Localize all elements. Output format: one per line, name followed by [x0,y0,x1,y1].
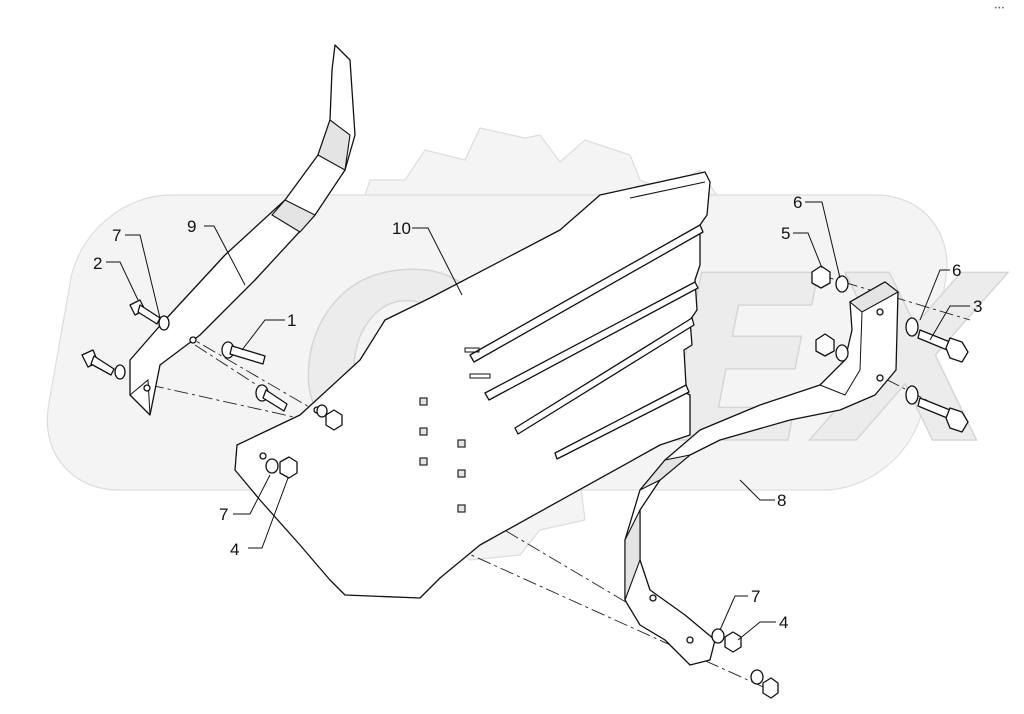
stud-bolt-1b [255,384,288,412]
callout-7-bottom: 7 [751,587,760,606]
washer-right-mid [835,344,849,362]
nut-bottom-2 [762,677,779,699]
plate-mount-holes [259,397,466,513]
washer-7-bottom [711,628,725,644]
washer-6-right [905,317,919,337]
main-plate-part-10 [234,171,711,599]
callout-7-left: 7 [112,226,121,245]
bolt-lower-left [81,349,115,376]
callout-2: 2 [93,254,102,273]
washer-7-left [158,315,170,331]
bolt-part-2 [129,299,161,325]
callout-9: 9 [187,217,196,236]
callout-6-right: 6 [952,261,961,280]
callout-6-top: 6 [793,193,802,212]
plate-logo-mark-2 [469,373,491,379]
washer-right-lower [905,385,919,405]
corner-mark: ••• [994,5,1005,12]
callout-4-bottom: 4 [779,613,788,632]
washer-plate-top [316,404,328,418]
callout-1: 1 [287,311,296,330]
nut-plate-top [325,409,343,431]
left-arm-part-9 [129,44,356,416]
bolt-part-3 [917,329,969,363]
nut-4-lower [279,456,298,479]
callout-7-lower: 7 [219,505,228,524]
callout-3: 3 [973,297,982,316]
nut-right-mid [815,333,835,357]
washer-bottom-2 [750,669,764,685]
leader-lines [106,201,970,641]
washer-lower-left [114,364,126,380]
callouts: 1 2 3 4 4 5 6 6 7 7 7 8 9 10 [93,193,982,632]
callout-10: 10 [392,219,411,238]
bolt-right-lower [917,397,969,433]
nut-4-bottom [724,631,742,653]
right-arm-part-8 [624,281,899,666]
washer-7-lower [265,458,279,474]
stud-bolt-1a [221,341,266,365]
callout-4-left: 4 [230,540,239,559]
callout-5: 5 [781,224,790,243]
washer-6-top [835,275,849,293]
callout-8: 8 [777,491,786,510]
plate-logo-mark [464,347,480,353]
